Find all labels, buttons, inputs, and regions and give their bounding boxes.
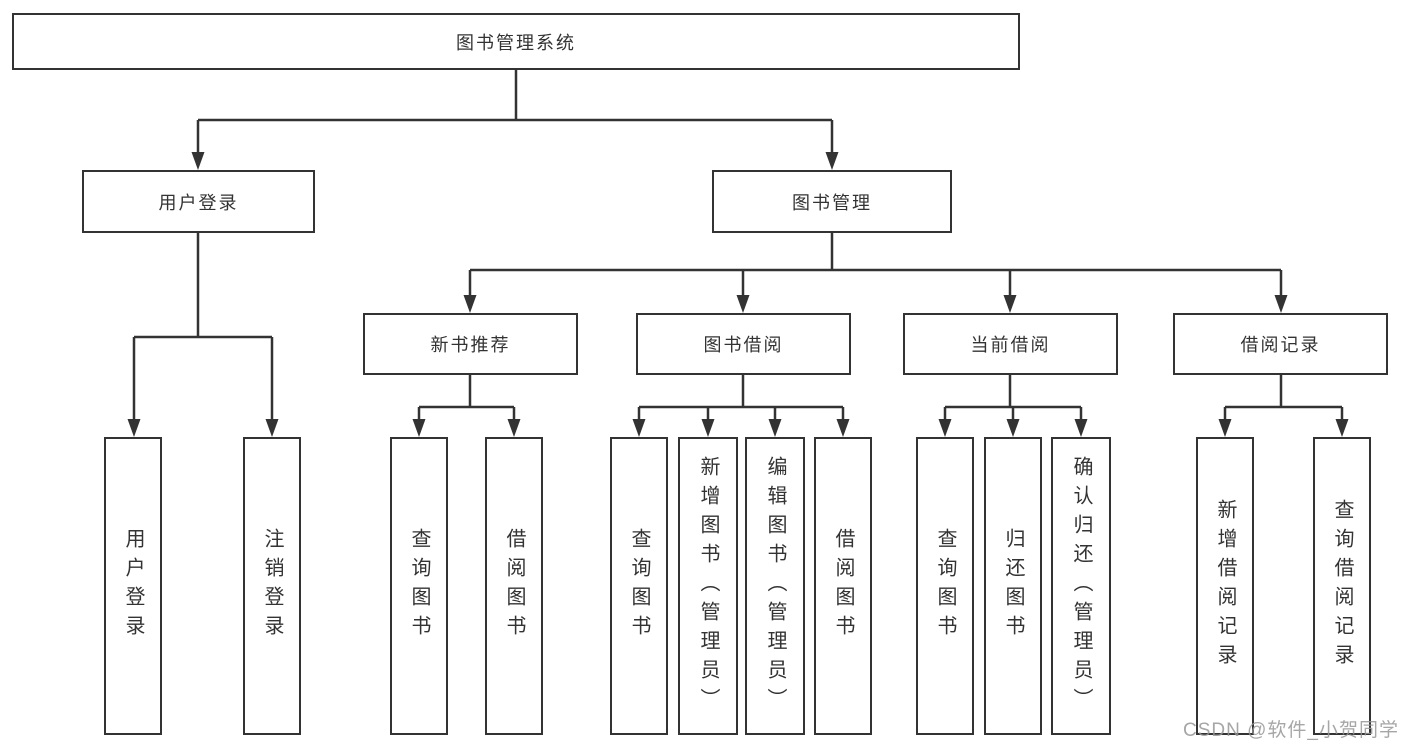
leaf-add-books-admin: 新增图书（管理员） (678, 437, 738, 735)
leaf-user-login: 用户登录 (104, 437, 162, 735)
leaf-borrow-books-recommend: 借阅图书 (485, 437, 543, 735)
node-current-borrowing-label: 当前借阅 (970, 335, 1051, 355)
leaf-add-borrow-record-label: 新增借阅记录 (1214, 499, 1236, 673)
leaf-edit-books-admin-label: 编辑图书（管理员） (764, 455, 786, 717)
node-book-borrowing-label: 图书借阅 (703, 335, 784, 355)
leaf-edit-books-admin: 编辑图书（管理员） (745, 437, 805, 735)
node-borrowing-records-label: 借阅记录 (1240, 335, 1321, 355)
node-book-management: 图书管理 (712, 170, 952, 233)
node-root-label: 图书管理系统 (456, 32, 576, 53)
leaf-query-books-borrowing: 查询图书 (610, 437, 668, 735)
leaf-borrow-books-recommend-label: 借阅图书 (503, 528, 525, 644)
node-new-book-recommend: 新书推荐 (363, 313, 578, 375)
node-book-borrowing: 图书借阅 (636, 313, 851, 375)
node-user-login-label: 用户登录 (158, 192, 239, 213)
leaf-add-borrow-record: 新增借阅记录 (1196, 437, 1254, 735)
node-borrowing-records: 借阅记录 (1173, 313, 1388, 375)
leaf-query-books-recommend: 查询图书 (390, 437, 448, 735)
leaf-query-borrow-record-label: 查询借阅记录 (1331, 499, 1353, 673)
leaf-query-borrow-record: 查询借阅记录 (1313, 437, 1371, 735)
leaf-return-books-label: 归还图书 (1002, 528, 1024, 644)
node-book-management-label: 图书管理 (792, 192, 872, 213)
leaf-confirm-return-admin: 确认归还（管理员） (1051, 437, 1111, 735)
leaf-query-books-recommend-label: 查询图书 (408, 528, 430, 644)
leaf-add-books-admin-label: 新增图书（管理员） (697, 455, 719, 717)
leaf-return-books: 归还图书 (984, 437, 1042, 735)
leaf-borrow-books-borrowing: 借阅图书 (814, 437, 872, 735)
leaf-logout-label: 注销登录 (261, 528, 283, 644)
leaf-confirm-return-admin-label: 确认归还（管理员） (1070, 455, 1092, 717)
leaf-query-books-current: 查询图书 (916, 437, 974, 735)
leaf-query-books-current-label: 查询图书 (934, 528, 956, 644)
csdn-watermark: CSDN @软件_小贺同学 (1183, 720, 1399, 741)
node-new-book-recommend-label: 新书推荐 (430, 335, 511, 355)
leaf-borrow-books-borrowing-label: 借阅图书 (832, 528, 854, 644)
leaf-logout: 注销登录 (243, 437, 301, 735)
leaf-user-login-label: 用户登录 (122, 528, 144, 644)
node-root-library-system: 图书管理系统 (12, 13, 1020, 70)
node-user-login: 用户登录 (82, 170, 315, 233)
leaf-query-books-borrowing-label: 查询图书 (628, 528, 650, 644)
node-current-borrowing: 当前借阅 (903, 313, 1118, 375)
